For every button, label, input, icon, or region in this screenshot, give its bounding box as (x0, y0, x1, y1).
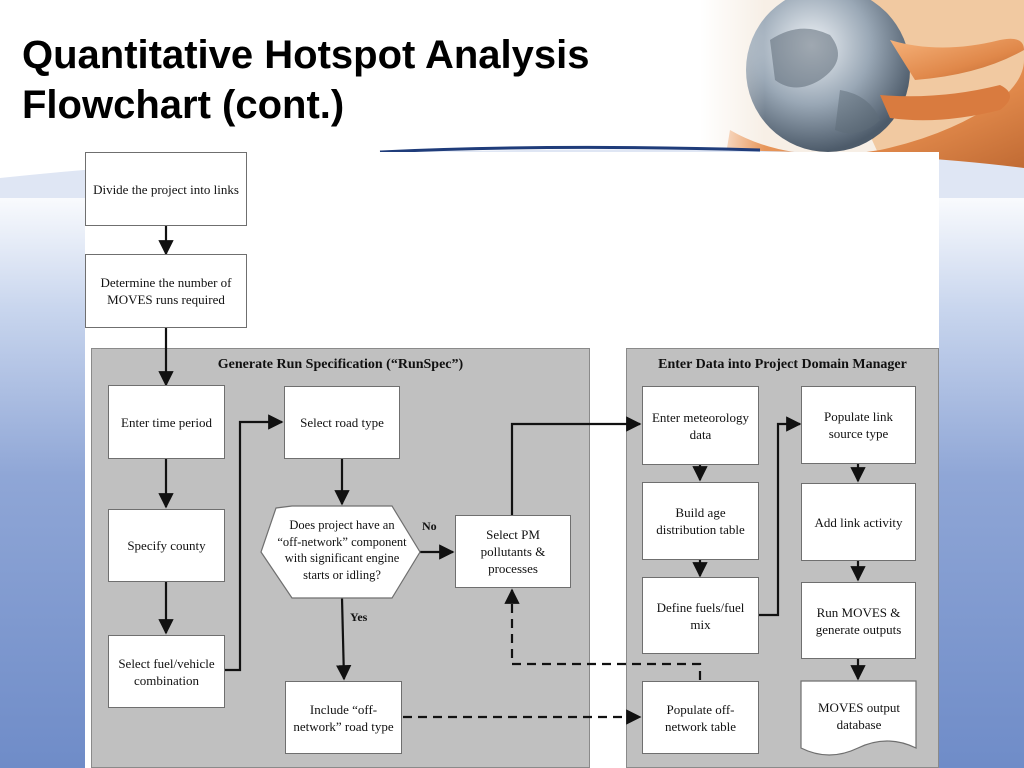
output-database-document-shape (800, 680, 917, 756)
include-offnetwork-text: Include “off-network” road type (293, 701, 394, 734)
output-database-text: MOVES output database (818, 700, 900, 732)
determine-runs-text: Determine the number of MOVES runs requi… (100, 275, 232, 307)
arrow-fuel-to-roadtype (225, 414, 284, 672)
determine-runs-box: Determine the number of MOVES runs requi… (85, 254, 247, 328)
select-road-type-text: Select road type (300, 415, 384, 430)
build-age-box: Build age distribution table (642, 482, 759, 560)
define-fuels-box: Define fuels/fuel mix (642, 577, 759, 654)
decision-hexagon (260, 505, 421, 599)
select-fuel-vehicle-text: Select fuel/vehicle combination (118, 655, 215, 688)
specify-county-text: Specify county (127, 538, 206, 553)
specify-county-box: Specify county (108, 509, 225, 582)
decision-yes-label: Yes (350, 610, 368, 624)
enter-meteorology-text: Enter meteorology data (651, 409, 750, 442)
divide-project-box: Divide the project into links (85, 152, 247, 226)
run-moves-box: Run MOVES & generate outputs (801, 582, 916, 659)
select-road-type-box: Select road type (284, 386, 400, 459)
runspec-panel-title: Generate Run Specification (“RunSpec”) (217, 357, 464, 372)
populate-offnetwork-text: Populate off-network table (664, 701, 737, 734)
decision-no-label: No (422, 519, 437, 533)
populate-link-source-text: Populate link source type (824, 409, 893, 441)
enter-time-period-text: Enter time period (121, 414, 212, 430)
page-title: Quantitative Hotspot Analysis Flowchart … (22, 30, 590, 130)
divide-project-text: Divide the project into links (93, 181, 239, 197)
arrow-decision-yes-to-include (335, 597, 352, 681)
run-moves-text: Run MOVES & generate outputs (815, 604, 902, 637)
arrow-fuels-to-linksource (759, 416, 802, 617)
add-link-activity-text: Add link activity (814, 514, 903, 530)
decision-question-text: Does project have an “off-network” compo… (277, 518, 407, 582)
define-fuels-text: Define fuels/fuel mix (656, 599, 745, 632)
include-offnetwork-box: Include “off-network” road type (285, 681, 402, 754)
enter-time-period-box: Enter time period (108, 385, 225, 459)
populate-link-source-box: Populate link source type (801, 386, 916, 464)
add-link-activity-box: Add link activity (801, 483, 916, 561)
select-pm-text: Select PM pollutants & processes (480, 527, 546, 576)
title-line-1: Quantitative Hotspot Analysis (22, 33, 590, 77)
arrow-pm-to-meteorology (510, 416, 642, 515)
pdm-panel-title: Enter Data into Project Domain Manager (658, 357, 907, 372)
dashed-arrow-offnetwork-to-pm (504, 588, 702, 680)
title-line-2: Flowchart (cont.) (22, 83, 345, 127)
select-fuel-vehicle-box: Select fuel/vehicle combination (108, 635, 225, 708)
select-pm-box: Select PM pollutants & processes (455, 515, 571, 588)
enter-meteorology-box: Enter meteorology data (642, 386, 759, 465)
build-age-text: Build age distribution table (656, 505, 745, 537)
globe-in-hand-image (700, 0, 1024, 190)
populate-offnetwork-box: Populate off-network table (642, 681, 759, 754)
